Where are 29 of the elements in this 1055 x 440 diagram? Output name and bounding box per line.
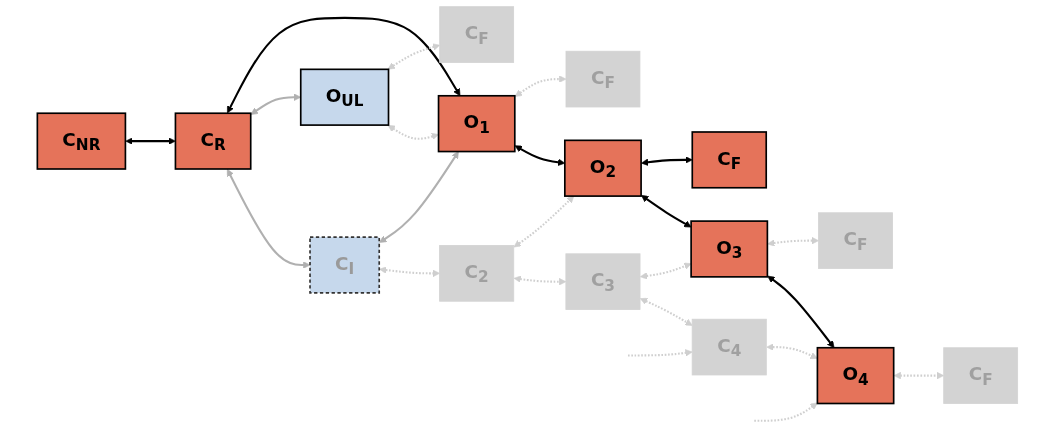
arrow bbox=[893, 371, 945, 380]
arrow bbox=[754, 402, 818, 422]
node-box: O$_{1}$ bbox=[437, 94, 516, 153]
arrow bbox=[387, 124, 439, 140]
arrow bbox=[767, 237, 819, 247]
node-box: C$_{NR}$ bbox=[36, 112, 127, 170]
arrow bbox=[641, 195, 692, 228]
arrow bbox=[227, 16, 461, 114]
arrow bbox=[627, 349, 693, 357]
arrow bbox=[766, 343, 818, 359]
node-box: C$_{F}$ bbox=[691, 131, 768, 189]
arrow bbox=[640, 297, 693, 326]
arrow bbox=[514, 75, 567, 97]
node-box: O$_{4}$ bbox=[816, 346, 895, 405]
arrow bbox=[641, 156, 693, 166]
node-box: C$_{I}$ bbox=[309, 236, 381, 294]
arrow bbox=[767, 275, 835, 349]
arrow bbox=[379, 151, 459, 243]
node-box: O$_{UL}$ bbox=[299, 68, 390, 126]
arrow bbox=[227, 168, 311, 269]
arrow bbox=[513, 195, 575, 248]
arrow bbox=[387, 43, 441, 70]
arrow bbox=[379, 266, 440, 277]
arrow bbox=[513, 275, 567, 286]
arrow bbox=[125, 137, 176, 145]
node-box: O$_{3}$ bbox=[690, 220, 769, 278]
arrow bbox=[640, 262, 692, 280]
node-box: C$_{R}$ bbox=[174, 112, 252, 170]
node-box: O$_{2}$ bbox=[564, 139, 642, 197]
